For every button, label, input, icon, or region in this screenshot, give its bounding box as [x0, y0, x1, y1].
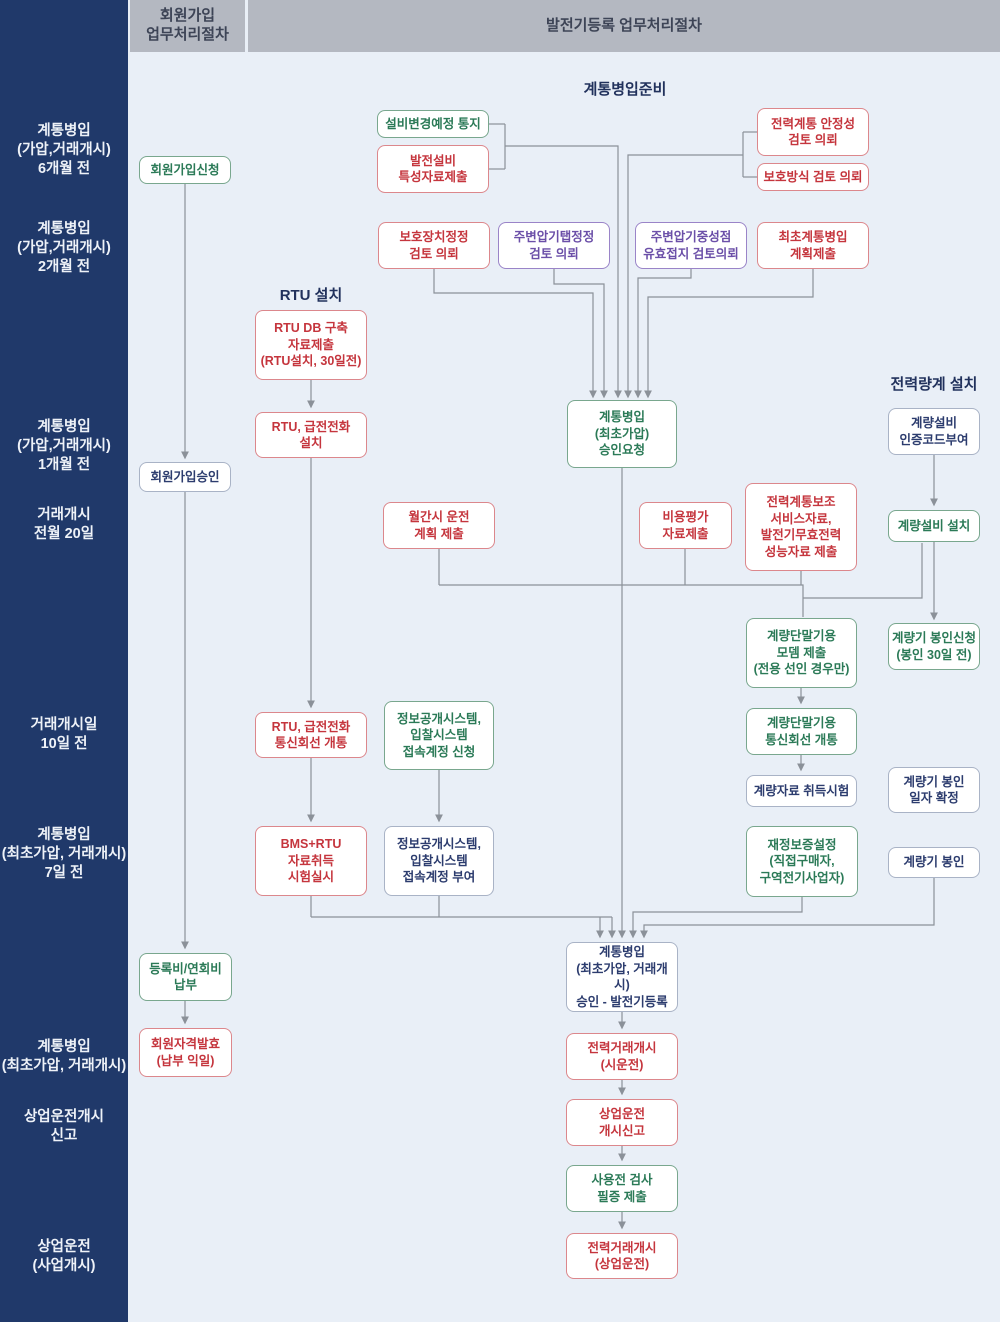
node-gen-facility-data: 발전설비 특성자료제출: [377, 145, 489, 193]
node-membership-effective: 회원자격발효 (납부 익일): [139, 1028, 232, 1077]
sidebar-label-commercial: 상업운전 (사업개시): [32, 1239, 96, 1275]
sidebar-label-gridentry: 계통병입 (최초가압, 거래개시): [1, 1039, 127, 1075]
node-cost-evaluation: 비용평가 자료제출: [639, 502, 732, 549]
node-rtu-install: RTU, 급전전화 설치: [255, 412, 367, 458]
node-meter-auth-code: 계량설비 인증코드부여: [888, 408, 980, 455]
sidebar-label-1month: 계통병입 (가압,거래개시) 1개월 전: [17, 419, 111, 474]
node-grid-stability-review: 전력계통 안정성 검토 의뢰: [757, 108, 869, 156]
node-grid-approval-request: 계통병입 (최초가압) 승인요청: [567, 400, 677, 468]
section-title-grid-prep: 계통병입준비: [583, 81, 667, 98]
node-first-grid-plan: 최초계통병입 계획제출: [757, 222, 869, 269]
header-membership-process: 회원가입 업무처리절차: [130, 0, 245, 52]
node-account-grant: 정보공개시스템, 입찰시스템 접속계정 부여: [384, 826, 494, 896]
sidebar-label-6months: 계통병입 (가압,거래개시) 6개월 전: [17, 123, 111, 178]
node-meter-install: 계량설비 설치: [888, 510, 980, 542]
section-title-rtu: RTU 설치: [279, 287, 343, 304]
node-meter-seal: 계량기 봉인: [888, 847, 980, 878]
node-seal-request: 계량기 봉인신청 (봉인 30일 전): [888, 623, 980, 670]
node-seal-date: 계량기 봉인 일자 확정: [888, 767, 980, 813]
node-financial-guarantee: 재정보증설정 (직접구매자, 구역전기사업자): [746, 826, 858, 897]
node-commercial-report: 상업운전 개시신고: [566, 1099, 678, 1146]
node-transformer-tap: 주변압기탭정정 검토 의뢰: [498, 222, 610, 269]
node-change-notice: 설비변경예정 통지: [377, 110, 489, 138]
node-modem-submit: 계량단말기용 모뎀 제출 (전용 선인 경우만): [746, 618, 857, 688]
node-rtu-line-open: RTU, 급전전화 통신회선 개통: [255, 712, 367, 758]
node-trade-start-test: 전력거래개시 (시운전): [566, 1033, 678, 1080]
node-grid-approval-register: 계통병입 (최초가압, 거래개시) 승인 - 발전기등록: [566, 942, 678, 1012]
node-rtu-db: RTU DB 구축 자료제출 (RTU설치, 30일전): [255, 310, 367, 380]
node-registration-fee: 등록비/연회비 납부: [139, 953, 232, 1001]
section-title-meter: 전력량계 설치: [890, 376, 978, 393]
node-membership-approve: 회원가입승인: [139, 462, 231, 492]
sidebar-label-7days: 계통병입 (최초가압, 거래개시) 7일 전: [1, 827, 127, 882]
sidebar-label-10days: 거래개시일 10일 전: [30, 717, 98, 753]
header-generator-process: 발전기등록 업무처리절차: [248, 0, 1000, 52]
sidebar-label-commreport: 상업운전개시 신고: [23, 1109, 105, 1145]
sidebar-label-20th: 거래개시 전월 20일: [33, 507, 95, 543]
node-meter-data-test: 계량자료 취득시험: [746, 775, 857, 807]
sidebar-label-2months: 계통병입 (가압,거래개시) 2개월 전: [17, 221, 111, 276]
node-pre-use-inspection: 사용전 검사 필증 제출: [566, 1165, 678, 1212]
node-protection-setting: 보호장치정정 검토 의뢰: [378, 222, 490, 269]
node-neutral-grounding: 주변압기중성점 유효접지 검토의뢰: [635, 222, 747, 269]
timeline-sidebar: [0, 0, 128, 1322]
node-membership-apply: 회원가입신청: [139, 156, 231, 184]
node-monthly-operation-plan: 월간시 운전 계획 제출: [383, 502, 495, 549]
node-account-request: 정보공개시스템, 입찰시스템 접속계정 신청: [384, 701, 494, 770]
node-bms-rtu-test: BMS+RTU 자료취득 시험실시: [255, 826, 367, 896]
node-meter-line-open: 계량단말기용 통신회선 개통: [746, 708, 857, 755]
node-ancillary-service-data: 전력계통보조 서비스자료, 발전기무효전력 성능자료 제출: [745, 483, 857, 571]
node-trade-start-commercial: 전력거래개시 (상업운전): [566, 1233, 678, 1279]
node-protection-method: 보호방식 검토 의뢰: [757, 163, 869, 191]
